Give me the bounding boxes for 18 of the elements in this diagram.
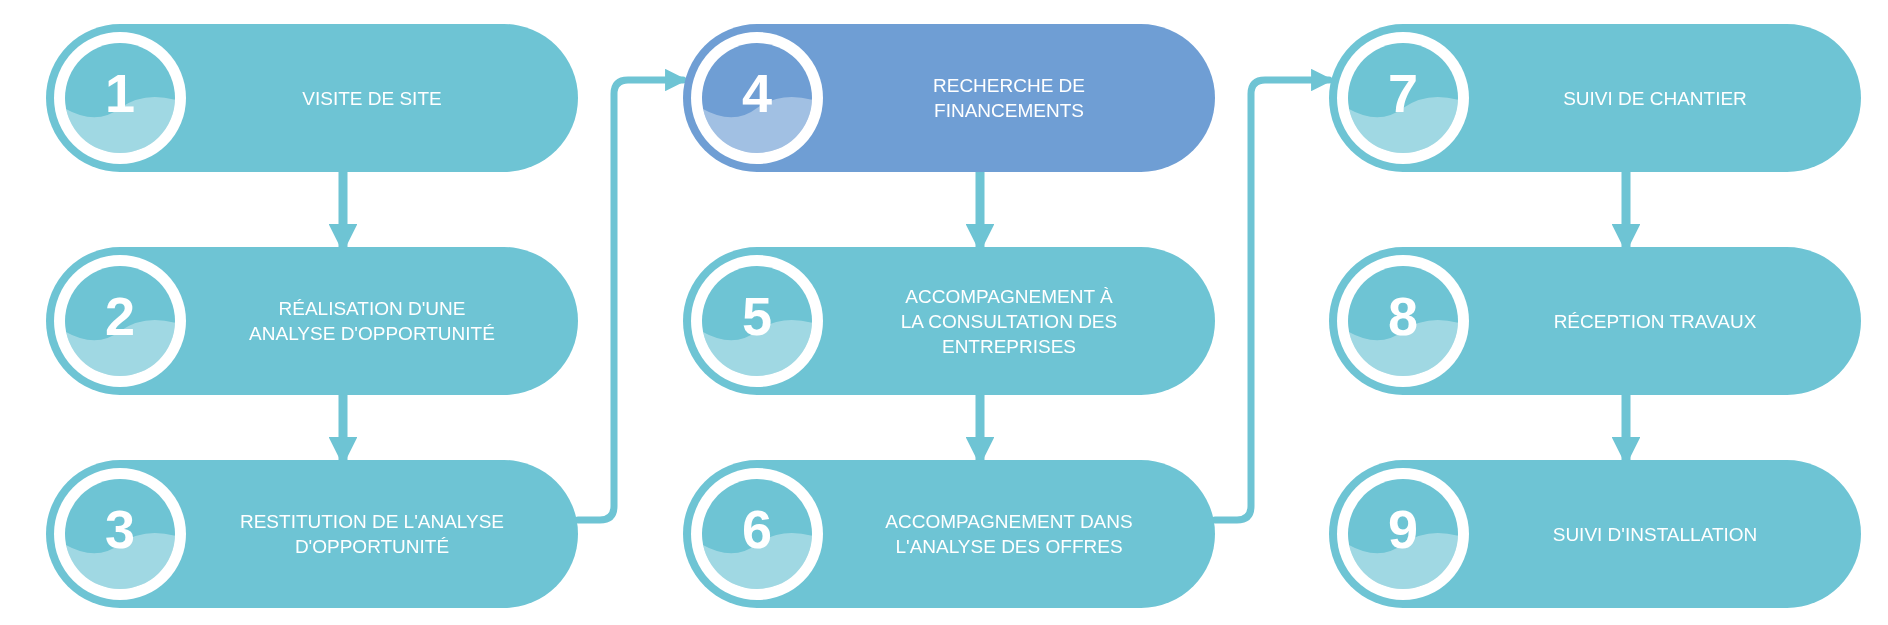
step-label: VISITE DE SITE bbox=[302, 86, 442, 111]
number-badge: 9 bbox=[1335, 466, 1471, 602]
step-label: ACCOMPAGNEMENT À LA CONSULTATION DES ENTREPRISES bbox=[899, 284, 1119, 359]
step-label: ACCOMPAGNEMENT DANS L'ANALYSE DES OFFRES bbox=[884, 510, 1134, 559]
step-label: RÉALISATION D'UNE ANALYSE D'OPPORTUNITÉ bbox=[248, 297, 496, 346]
number-badge: 6 bbox=[689, 466, 825, 602]
number-badge: 7 bbox=[1335, 30, 1471, 166]
step-label: RÉCEPTION TRAVAUX bbox=[1553, 309, 1757, 334]
step-label: RECHERCHE DE FINANCEMENTS bbox=[932, 74, 1086, 123]
step-label: RESTITUTION DE L'ANALYSE D'OPPORTUNITÉ bbox=[238, 510, 506, 559]
number-badge: 3 bbox=[52, 466, 188, 602]
step-label: SUIVI DE CHANTIER bbox=[1563, 86, 1747, 111]
number-badge: 2 bbox=[52, 253, 188, 389]
number-badge: 4 bbox=[689, 30, 825, 166]
step-label: SUIVI D'INSTALLATION bbox=[1552, 522, 1758, 547]
number-badge: 1 bbox=[52, 30, 188, 166]
number-badge: 8 bbox=[1335, 253, 1471, 389]
number-badge: 5 bbox=[689, 253, 825, 389]
